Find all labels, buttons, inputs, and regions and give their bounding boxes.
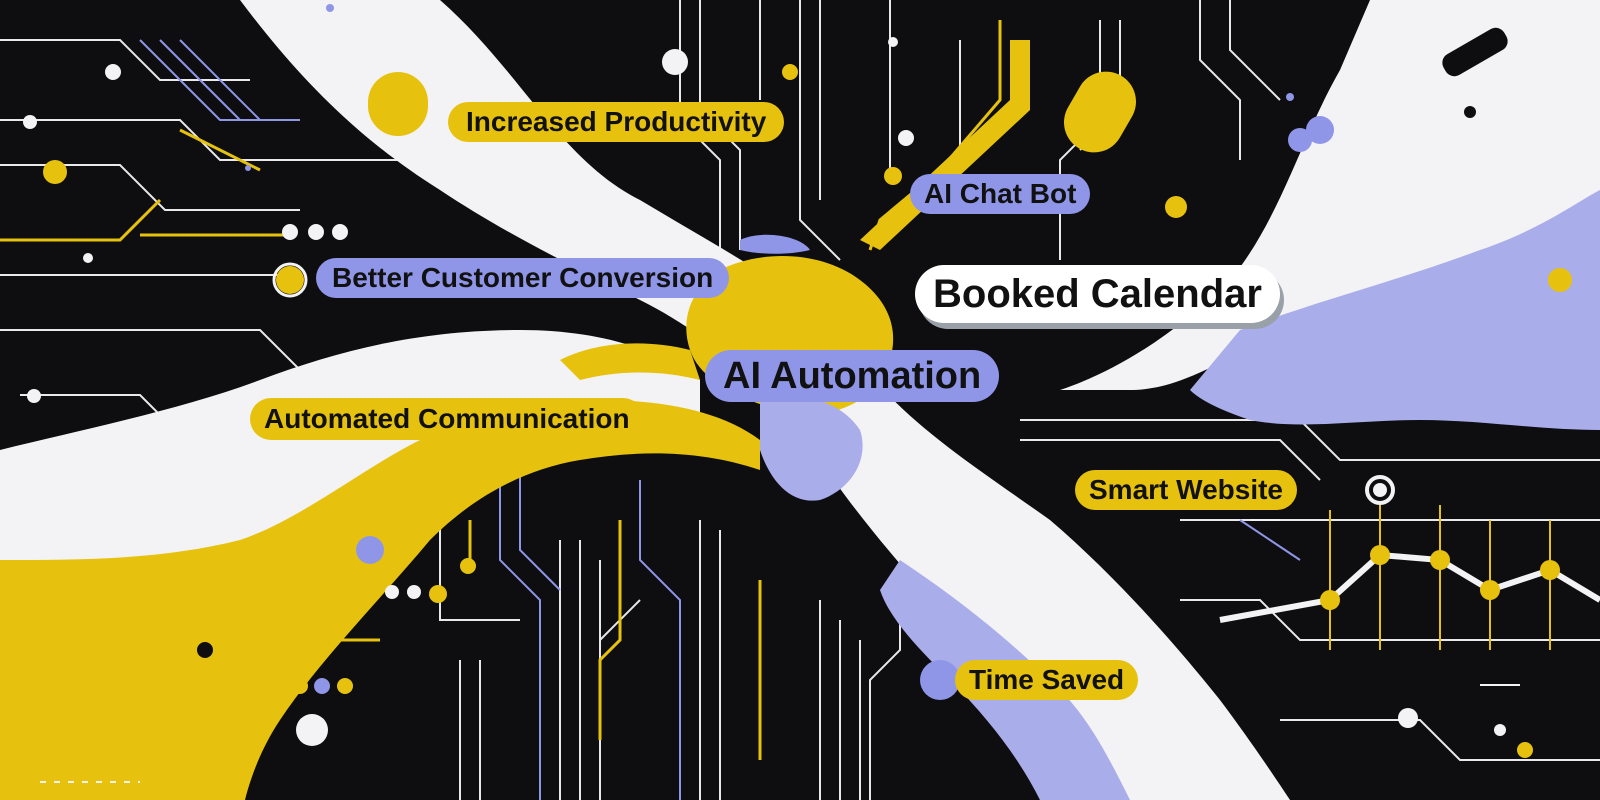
white-ribbon-left xyxy=(0,330,700,570)
yellow-ribbon-left xyxy=(0,400,760,800)
tag-automated-communication: Automated Communication xyxy=(250,398,644,440)
white-ribbon-main xyxy=(240,0,1290,800)
tag-smart-website: Smart Website xyxy=(1075,470,1297,510)
tag-increased-productivity: Increased Productivity xyxy=(448,102,785,142)
tag-booked-calendar: Booked Calendar xyxy=(915,265,1280,323)
line-chart-art xyxy=(1219,505,1600,650)
tag-better-customer-conversion: Better Customer Conversion xyxy=(316,258,730,298)
tag-time-saved: Time Saved xyxy=(955,660,1139,700)
tag-ai-automation: AI Automation xyxy=(705,350,1000,402)
tag-ai-chat-bot: AI Chat Bot xyxy=(910,174,1091,214)
